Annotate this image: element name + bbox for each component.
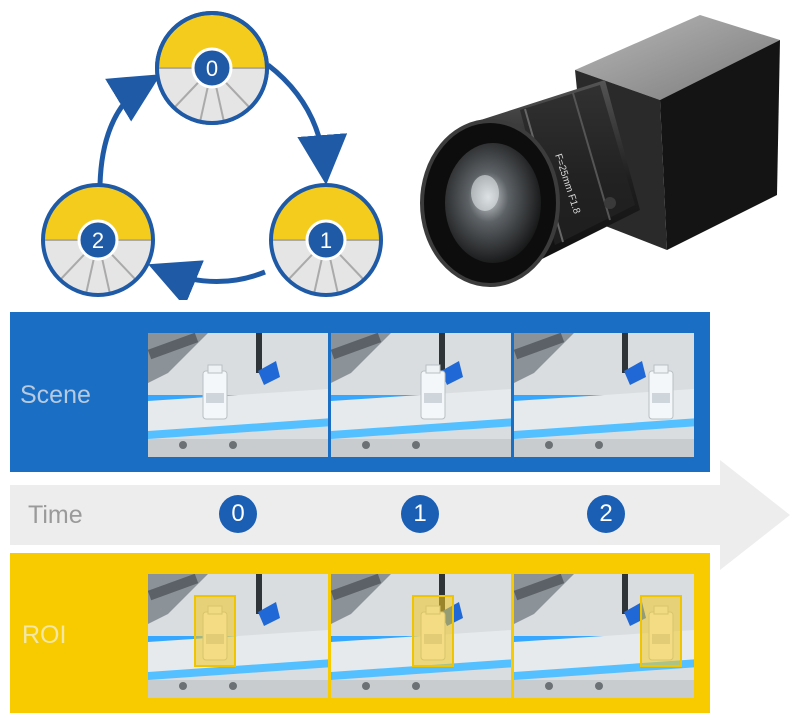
- time-step-0: 0: [219, 495, 257, 533]
- roi-label: ROI: [22, 621, 67, 649]
- buffer-cycle-diagram: 0 1 2: [41, 11, 383, 300]
- cycle-node-2: 2: [41, 183, 155, 297]
- time-step-2: 2: [587, 495, 625, 533]
- time-step-1: 1: [401, 495, 439, 533]
- cycle-arrow-0-to-1: [266, 63, 348, 185]
- cycle-arrow-2-to-0: [97, 74, 161, 186]
- roi-frame-1: [331, 574, 511, 698]
- industrial-camera-icon: F=25mm F1.8: [420, 15, 780, 287]
- cycle-node-label: 1: [320, 228, 332, 253]
- cycle-node-label: 0: [206, 56, 218, 81]
- time-arrow: [10, 460, 790, 570]
- scene-label: Scene: [20, 381, 91, 409]
- cycle-node-label: 2: [92, 228, 104, 253]
- scene-frame-2: [514, 333, 694, 457]
- time-label: Time: [28, 501, 83, 529]
- roi-frame-2: [514, 574, 694, 698]
- scene-frame-0: [148, 333, 328, 457]
- roi-frame-0: [148, 574, 328, 698]
- cycle-node-1: 1: [269, 183, 383, 297]
- cycle-node-0: 0: [155, 11, 269, 125]
- cycle-arrow-1-to-2: [148, 260, 266, 300]
- scene-frame-1: [331, 333, 511, 457]
